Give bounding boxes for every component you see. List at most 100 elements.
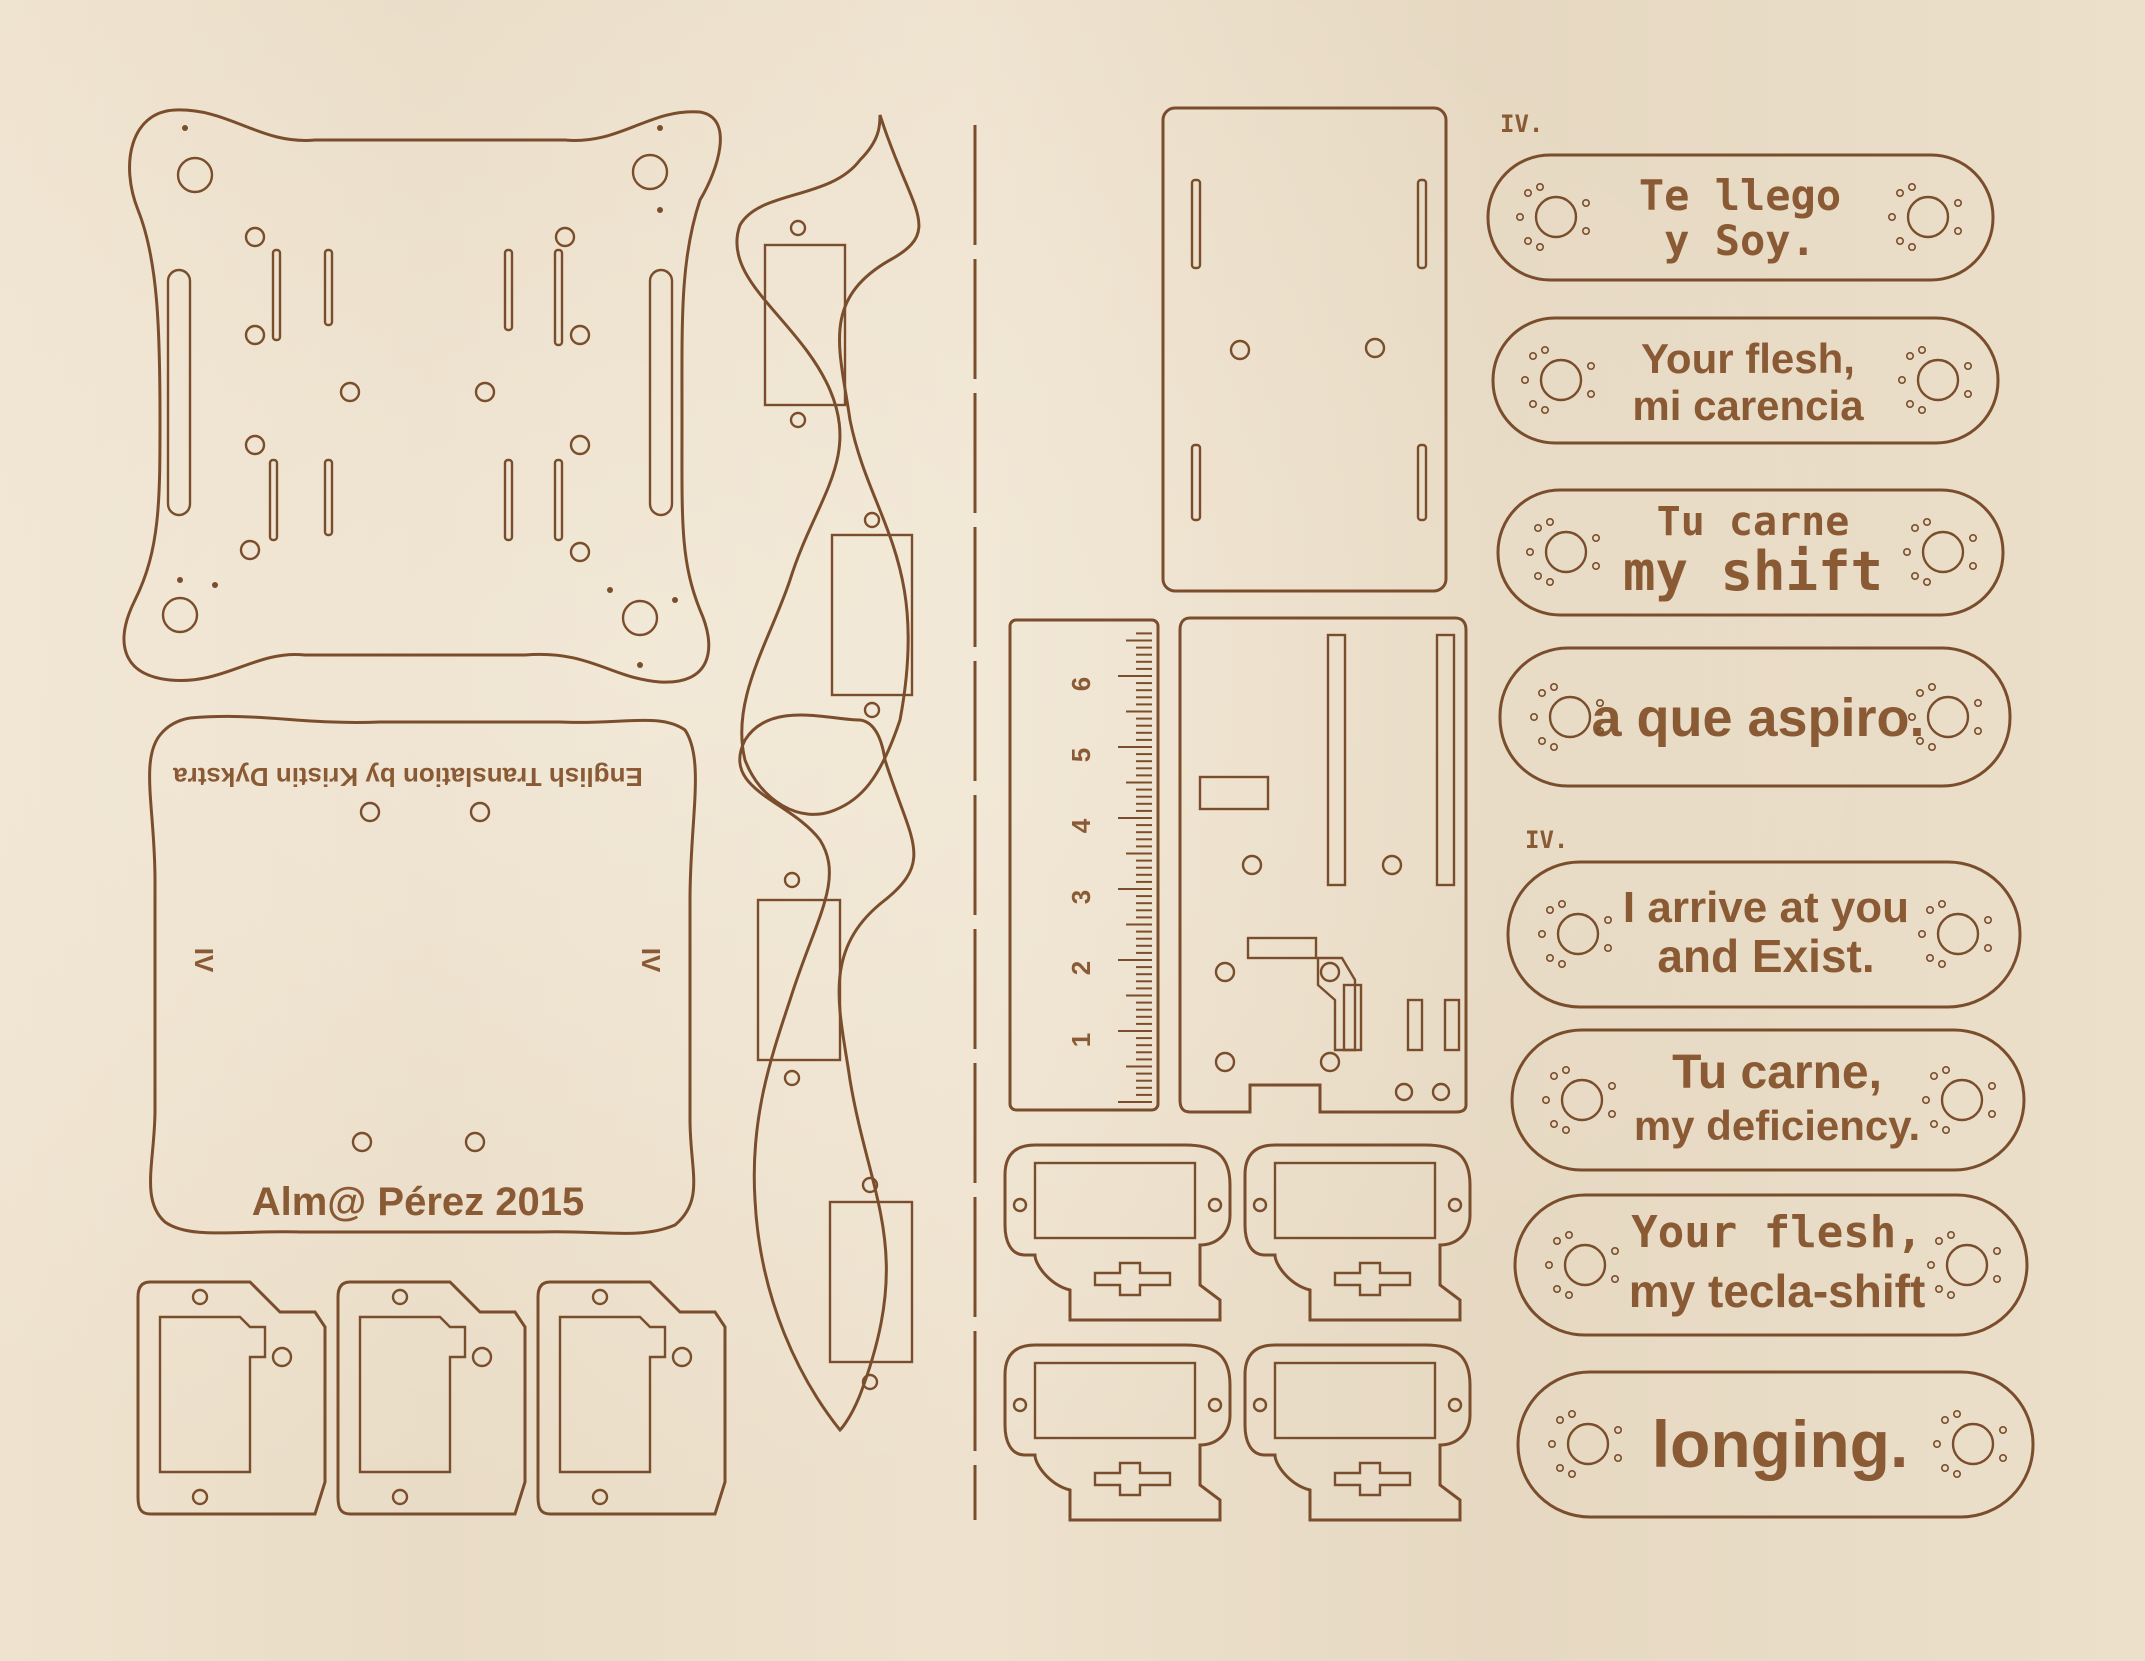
- key-dot: [1952, 1409, 1961, 1418]
- key-dot: [1952, 1470, 1961, 1479]
- ruler-label-5: 5: [1066, 748, 1096, 762]
- key-text-line2: mi carencia: [1632, 382, 1864, 429]
- key-dot: [1929, 1120, 1938, 1129]
- board-plate: [1178, 616, 1468, 1114]
- key-dot: [1557, 960, 1566, 969]
- key-dot: [1592, 562, 1601, 571]
- key-dot: [1528, 351, 1537, 360]
- servo-brackets-left: [136, 1280, 727, 1516]
- key-dot: [1535, 243, 1544, 252]
- key-text-line1: I arrive at you: [1623, 883, 1909, 932]
- key-dot: [1582, 198, 1591, 207]
- key-dot: [1614, 1425, 1623, 1434]
- key-dot: [1582, 227, 1591, 236]
- key-dot: [1973, 727, 1982, 736]
- key-dot: [1953, 198, 1962, 207]
- key-plate: Your flesh, mi carencia: [1491, 316, 2000, 445]
- key-dot: [1545, 517, 1554, 526]
- key-dot: [1567, 1470, 1576, 1479]
- key-text-line2: and Exist.: [1657, 930, 1874, 982]
- key-text-line2: my shift: [1623, 540, 1883, 603]
- key-dot: [1937, 960, 1946, 969]
- ruler-ticks: [1118, 632, 1152, 1103]
- key-dot: [1552, 1236, 1561, 1245]
- key-plate: Your flesh, my tecla-shift: [1513, 1193, 2029, 1337]
- ruler: 1 2 3 4 5 6: [1008, 618, 1160, 1112]
- key-dot: [1937, 899, 1946, 908]
- ruler-label-6: 6: [1066, 677, 1096, 691]
- key-dot: [1528, 400, 1537, 409]
- key-dot: [1917, 406, 1926, 415]
- key-dot: [1895, 188, 1904, 197]
- ruler-label-4: 4: [1066, 818, 1096, 833]
- key-dot: [1953, 227, 1962, 236]
- key-dot: [1929, 1071, 1938, 1080]
- roman-numeral-mid: IV.: [1525, 826, 1568, 854]
- key-dot: [1887, 212, 1896, 221]
- key-dot: [1905, 351, 1914, 360]
- key-dot: [1998, 1454, 2007, 1463]
- side-mark-right: IV: [636, 948, 666, 973]
- key-dot: [1611, 1246, 1620, 1255]
- key-dot: [1564, 1291, 1573, 1300]
- frame-plate: [122, 108, 722, 684]
- key-dot: [1537, 737, 1546, 746]
- credit-line: English Translation by Kristin Dykstra: [173, 762, 643, 792]
- key-dot: [1925, 954, 1934, 963]
- key-dot: [1549, 1120, 1558, 1129]
- key-dot: [1540, 345, 1549, 354]
- key-dot: [1907, 713, 1916, 722]
- key-dot: [1611, 1275, 1620, 1284]
- ruler-label-1: 1: [1066, 1033, 1096, 1047]
- key-dot: [1907, 243, 1916, 252]
- key-dot: [1968, 533, 1977, 542]
- key-dot: [1921, 1096, 1930, 1105]
- key-text-line2: y Soy.: [1664, 216, 1816, 265]
- roman-numeral-top: IV.: [1500, 110, 1543, 138]
- key-dot: [1940, 1464, 1949, 1473]
- credit-plate: English Translation by Kristin Dykstra I…: [148, 714, 697, 1235]
- key-dot: [1561, 1065, 1570, 1074]
- key-dot: [1992, 1275, 2001, 1284]
- key-dot: [1905, 400, 1914, 409]
- ruler-label-3: 3: [1066, 890, 1096, 904]
- key-dot: [1915, 688, 1924, 697]
- key-text-line2: my tecla-shift: [1629, 1265, 1926, 1317]
- key-dot: [1932, 1440, 1941, 1449]
- key-dot: [1608, 1110, 1617, 1119]
- key-dot: [1555, 1464, 1564, 1473]
- key-dot: [1941, 1065, 1950, 1074]
- key-text-line1: a que aspiro.: [1591, 688, 1924, 748]
- key-dot: [1544, 1261, 1553, 1270]
- key-text-line1: Your flesh,: [1641, 335, 1855, 382]
- side-mark-left: IV: [189, 948, 219, 973]
- key-dot: [1545, 578, 1554, 587]
- key-dot: [1963, 361, 1972, 370]
- ruler-label-2: 2: [1066, 961, 1096, 975]
- key-dot: [1934, 1236, 1943, 1245]
- key-dot: [1567, 1409, 1576, 1418]
- key-dot: [1907, 182, 1916, 191]
- s-legs: [735, 114, 921, 1433]
- key-dot: [1992, 1246, 2001, 1255]
- key-dot: [1523, 188, 1532, 197]
- key-plate: longing.: [1516, 1370, 2035, 1519]
- key-text-line2: my deficiency.: [1634, 1102, 1920, 1149]
- key-text-line1: Your flesh,: [1631, 1207, 1922, 1258]
- upper-middle-plate: [1161, 106, 1448, 593]
- key-dot: [1968, 562, 1977, 571]
- key-text-line1: Tu carne: [1657, 499, 1850, 545]
- key-dot: [1587, 390, 1596, 399]
- key-text-line1: Te llego: [1639, 171, 1841, 220]
- key-dot: [1541, 1096, 1550, 1105]
- key-dot: [1927, 743, 1936, 752]
- key-dot: [1587, 361, 1596, 370]
- key-dot: [1917, 345, 1926, 354]
- key-plates: Te llego y Soy. Your flesh, mi carencia …: [1486, 153, 2035, 1519]
- key-dot: [1963, 390, 1972, 399]
- key-dot: [1549, 743, 1558, 752]
- key-dot: [1983, 915, 1992, 924]
- key-text-line1: Tu carne,: [1672, 1046, 1882, 1099]
- key-dot: [1608, 1081, 1617, 1090]
